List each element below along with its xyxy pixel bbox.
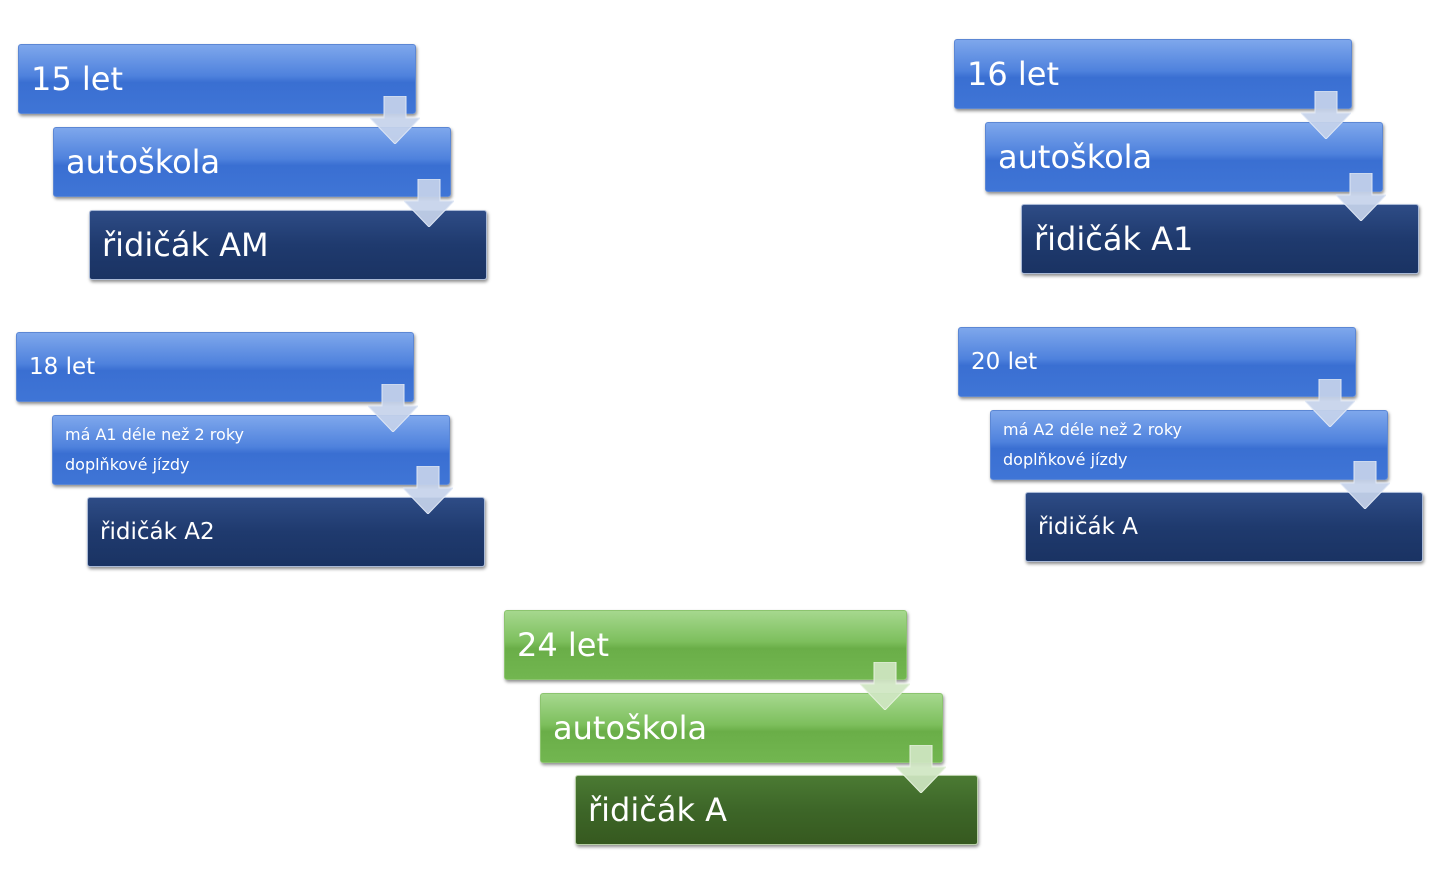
down-arrow-icon bbox=[1305, 379, 1355, 427]
group-15-license-box: řidičák AM bbox=[89, 210, 487, 280]
group-16-age-box: 16 let bbox=[954, 39, 1352, 109]
down-arrow-icon bbox=[368, 384, 418, 432]
down-arrow-icon bbox=[403, 466, 453, 514]
down-arrow-icon bbox=[404, 179, 454, 227]
group-16-age-label: 16 let bbox=[967, 55, 1060, 93]
group-24-license-label: řidičák A bbox=[588, 791, 728, 829]
group-16-step-box: autoškola bbox=[985, 122, 1383, 192]
group-20-age-box: 20 let bbox=[958, 327, 1356, 397]
group-24-age-box: 24 let bbox=[504, 610, 907, 680]
group-18-step-line-1: má A1 déle než 2 roky bbox=[65, 425, 244, 444]
group-20-step-box: má A2 déle než 2 roky doplňkové jízdy bbox=[990, 410, 1388, 480]
down-arrow-icon bbox=[1301, 91, 1351, 139]
down-arrow-icon bbox=[1340, 461, 1390, 509]
group-24-step-label: autoškola bbox=[553, 709, 708, 747]
group-18-age-label: 18 let bbox=[29, 354, 96, 380]
group-15-age-label: 15 let bbox=[31, 60, 124, 98]
group-15-step-label: autoškola bbox=[66, 143, 221, 181]
group-15-license-label: řidičák AM bbox=[102, 226, 269, 264]
group-18-license-box: řidičák A2 bbox=[87, 497, 485, 567]
group-24-age-label: 24 let bbox=[517, 626, 610, 664]
group-20-step-line-2: doplňkové jízdy bbox=[1003, 450, 1128, 469]
group-18-step-line-2: doplňkové jízdy bbox=[65, 455, 190, 474]
group-15-age-box: 15 let bbox=[18, 44, 416, 114]
group-20-step-line-1: má A2 déle než 2 roky bbox=[1003, 420, 1182, 439]
group-20-license-label: řidičák A bbox=[1038, 514, 1138, 540]
group-20-license-box: řidičák A bbox=[1025, 492, 1423, 562]
group-18-age-box: 18 let bbox=[16, 332, 414, 402]
group-16-license-box: řidičák A1 bbox=[1021, 204, 1419, 274]
group-18-step-box: má A1 déle než 2 roky doplňkové jízdy bbox=[52, 415, 450, 485]
down-arrow-icon bbox=[896, 745, 946, 793]
group-16-license-label: řidičák A1 bbox=[1034, 220, 1194, 258]
group-24-step-box: autoškola bbox=[540, 693, 943, 763]
group-24-license-box: řidičák A bbox=[575, 775, 978, 845]
group-16-step-label: autoškola bbox=[998, 138, 1153, 176]
group-20-age-label: 20 let bbox=[971, 349, 1038, 375]
down-arrow-icon bbox=[860, 662, 910, 710]
down-arrow-icon bbox=[1336, 173, 1386, 221]
down-arrow-icon bbox=[370, 96, 420, 144]
group-15-step-box: autoškola bbox=[53, 127, 451, 197]
group-18-license-label: řidičák A2 bbox=[100, 519, 215, 545]
